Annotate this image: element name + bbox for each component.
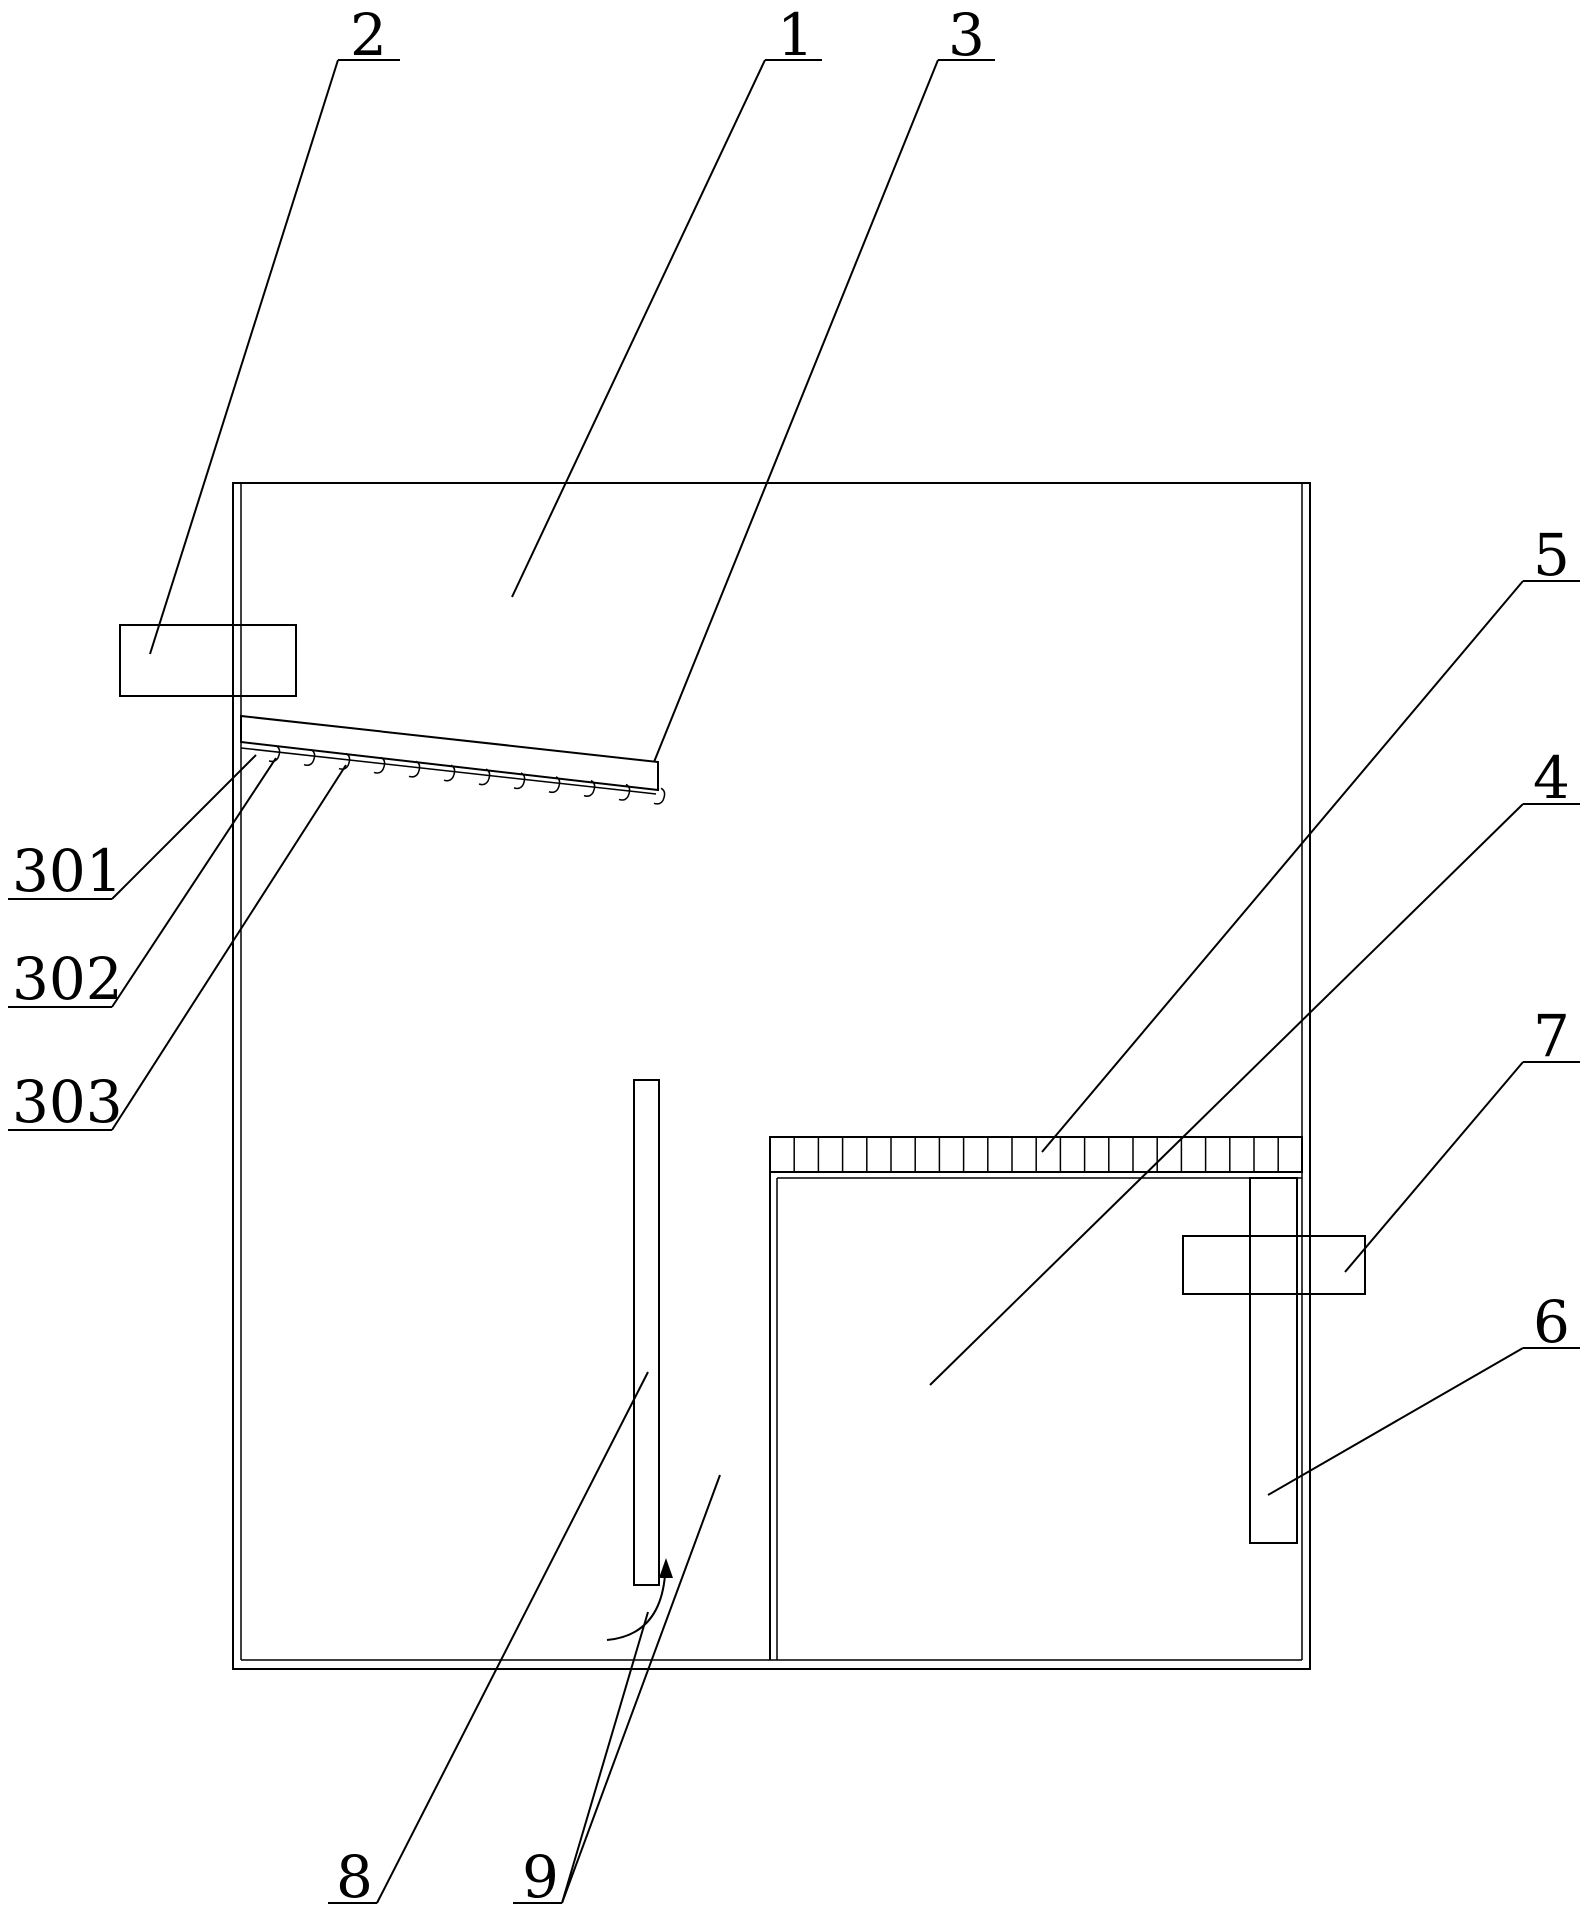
tank-housing (232, 482, 1311, 1670)
baffle-plate (633, 1079, 660, 1586)
outlet-pipe (1249, 1177, 1298, 1544)
label-6: 6 (1533, 1288, 1570, 1356)
flow-arrow (606, 1558, 673, 1641)
nozzle-icon (618, 783, 631, 801)
label-4: 4 (1533, 744, 1570, 812)
reference-numerals: 2 1 3 5 4 7 6 301 302 303 8 9 (12, 1, 1570, 1911)
label-8: 8 (336, 1843, 373, 1911)
filter-grid (769, 1136, 1303, 1173)
label-7: 7 (1533, 1002, 1570, 1070)
nozzle-icon (548, 776, 561, 794)
nozzle-icon (443, 764, 456, 782)
nozzle-icon (408, 760, 421, 778)
nozzle-icon (303, 749, 316, 767)
inner-chamber (769, 1171, 1302, 1660)
nozzle-icon (583, 779, 596, 797)
spray-plate (240, 714, 666, 805)
leader-lines (8, 59, 1580, 1904)
label-302: 302 (12, 945, 123, 1013)
label-303: 303 (12, 1068, 123, 1136)
outlet-block (1182, 1235, 1366, 1295)
nozzle-icon (653, 787, 666, 805)
nozzle-icon (478, 768, 491, 786)
nozzle-icon (373, 756, 386, 774)
nozzle-icon (513, 772, 526, 790)
label-5: 5 (1533, 521, 1570, 589)
nozzle-row (268, 745, 666, 805)
label-9: 9 (522, 1843, 559, 1911)
label-1: 1 (777, 1, 814, 69)
label-301: 301 (12, 837, 123, 905)
nozzle-icon (268, 745, 281, 763)
label-3: 3 (948, 1, 985, 69)
label-2: 2 (350, 1, 387, 69)
inlet-block (119, 624, 297, 697)
